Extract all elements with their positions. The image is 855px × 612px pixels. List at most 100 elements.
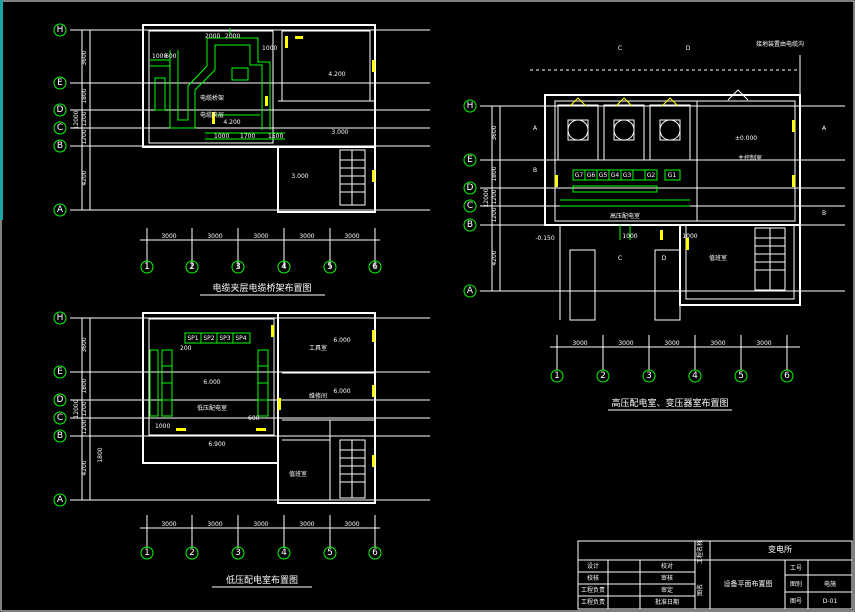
room-maint: 维修间 — [309, 392, 327, 400]
room-tray-a: 电缆桥架 — [200, 94, 224, 102]
dim-v: 12000 — [73, 110, 80, 129]
axis-label: A — [57, 205, 64, 215]
axis-label: B — [57, 431, 63, 441]
axis-label: C — [57, 413, 63, 423]
tray-dim: 1500 — [268, 133, 283, 140]
dim-h: 3000 — [572, 340, 587, 347]
axis-label: D — [467, 183, 474, 193]
high-voltage-title: 高压配电室、变压器室布置图 — [611, 397, 728, 409]
axis-label: 1 — [144, 548, 150, 558]
axis-label: 2 — [189, 262, 195, 272]
axis-label: D — [57, 395, 64, 405]
section-mark: B — [822, 210, 826, 217]
tray-dim: 2000 — [225, 33, 240, 40]
tb-row-key: 工程负责 — [581, 586, 605, 594]
dim-h: 3000 — [207, 233, 222, 240]
panel-label: SP1 — [187, 335, 198, 342]
dim-h: 3000 — [710, 340, 725, 347]
tray-dim: 2000 — [205, 33, 220, 40]
tb-right-key: 图号 — [790, 598, 802, 605]
axis-label: 4 — [692, 371, 698, 381]
axis-label: 6 — [784, 371, 790, 381]
tb-row-val: 批准日期 — [655, 598, 679, 606]
axis-label: 2 — [189, 548, 195, 558]
tb-right-val: D-01 — [823, 598, 838, 605]
level-tray-2: 4.200 — [223, 119, 240, 126]
axis-label: A — [57, 495, 64, 505]
dim-h: 3000 — [299, 233, 314, 240]
room-duty-hv: 值班室 — [709, 254, 727, 262]
room-lv: 低压配电室 — [197, 404, 227, 412]
high-voltage-plan: G7 G6 G5 G4 G3 G2 G1 — [480, 40, 845, 411]
panel-label: G2 — [647, 172, 656, 179]
level-low: -0.150 — [535, 235, 555, 242]
level-bottom: 6.900 — [208, 441, 225, 448]
axis-label: A — [467, 286, 474, 296]
tray-dim: 1000 — [262, 45, 277, 52]
level-tool: 6.000 — [333, 337, 350, 344]
hv-dim: 1000 — [682, 233, 697, 240]
dim-h: 3000 — [253, 233, 268, 240]
stair-1 — [339, 149, 366, 206]
dim-v: 1200 — [81, 111, 88, 126]
dim-h: 3000 — [664, 340, 679, 347]
axis-label: 2 — [600, 371, 606, 381]
dim-v: 1200 — [81, 129, 88, 144]
tb-row-key: 校核 — [587, 574, 599, 582]
section-mark: B — [533, 167, 537, 174]
section-mark: C — [618, 45, 622, 52]
cable-tray-path — [150, 28, 285, 140]
tb-right-val: 电施 — [824, 580, 836, 588]
axis-label: E — [57, 78, 63, 88]
dim-v: 4200 — [491, 250, 498, 265]
axis-label: 4 — [281, 548, 287, 558]
stair-3 — [754, 227, 786, 291]
axis-bubbles-plan3: H E D C B A 1 2 3 4 5 6 — [463, 99, 794, 383]
axis-label: 6 — [372, 262, 378, 272]
dim-h: 3000 — [344, 521, 359, 528]
axis-label: 5 — [738, 371, 744, 381]
panel-label: G5 — [599, 172, 608, 179]
axis-label: 4 — [281, 262, 287, 272]
tb-row-val: 校对 — [661, 562, 673, 570]
dim-h: 3000 — [161, 233, 176, 240]
section-mark: C — [618, 255, 622, 262]
axis-label: H — [467, 101, 474, 111]
tray-dim: 1000 — [214, 133, 229, 140]
axis-label: 6 — [372, 548, 378, 558]
transformer-bays — [557, 104, 691, 161]
title-block: 变电所 设备平面布置图 工程名称 图名 设计 校对 校核 审核 工程负责 审定 … — [577, 540, 853, 610]
axis-label: B — [467, 220, 473, 230]
dim-h: 3000 — [756, 340, 771, 347]
lv-dim: 1000 — [155, 423, 170, 430]
axis-label: 1 — [554, 371, 560, 381]
section-mark: A — [822, 125, 827, 132]
axis-label: 5 — [327, 262, 333, 272]
project-name: 变电所 — [768, 544, 792, 554]
axis-bubbles-plan1: H E D C B A 1 2 3 4 5 6 — [53, 23, 382, 274]
axis-label: H — [57, 25, 64, 35]
tb-right-key: 图别 — [790, 580, 802, 588]
dim-v: 1200 — [491, 207, 498, 222]
dim-v: 1200 — [81, 401, 88, 416]
axis-label: 5 — [327, 548, 333, 558]
dim-h: 3000 — [344, 233, 359, 240]
building-outline-upper — [142, 24, 376, 148]
dim-h: 3000 — [253, 521, 268, 528]
low-voltage-plan: SP1 SP2 SP3 SP4 6.000 低压配电室 6.000 工具室 6.… — [70, 312, 430, 588]
panel-label: G6 — [587, 172, 596, 179]
axis-label: E — [467, 155, 473, 165]
cable-tray-title: 电缆夹层电缆桥架布置图 — [212, 282, 311, 294]
tb-mid-label2: 图名 — [696, 584, 704, 596]
panel-label: G7 — [575, 172, 584, 179]
dim-v: 12000 — [483, 188, 490, 207]
cable-tray-plan: 4.200 4.200 3.000 3.000 电缆桥架 电缆夹层 2000 2… — [70, 24, 430, 296]
axis-label: 3 — [235, 548, 241, 558]
dim-v: 3600 — [491, 125, 498, 140]
tb-row-key: 工程负责 — [581, 598, 605, 606]
section-mark: A — [533, 125, 538, 132]
room-tray-b: 电缆夹层 — [200, 111, 224, 119]
drawing-name: 设备平面布置图 — [724, 579, 773, 588]
